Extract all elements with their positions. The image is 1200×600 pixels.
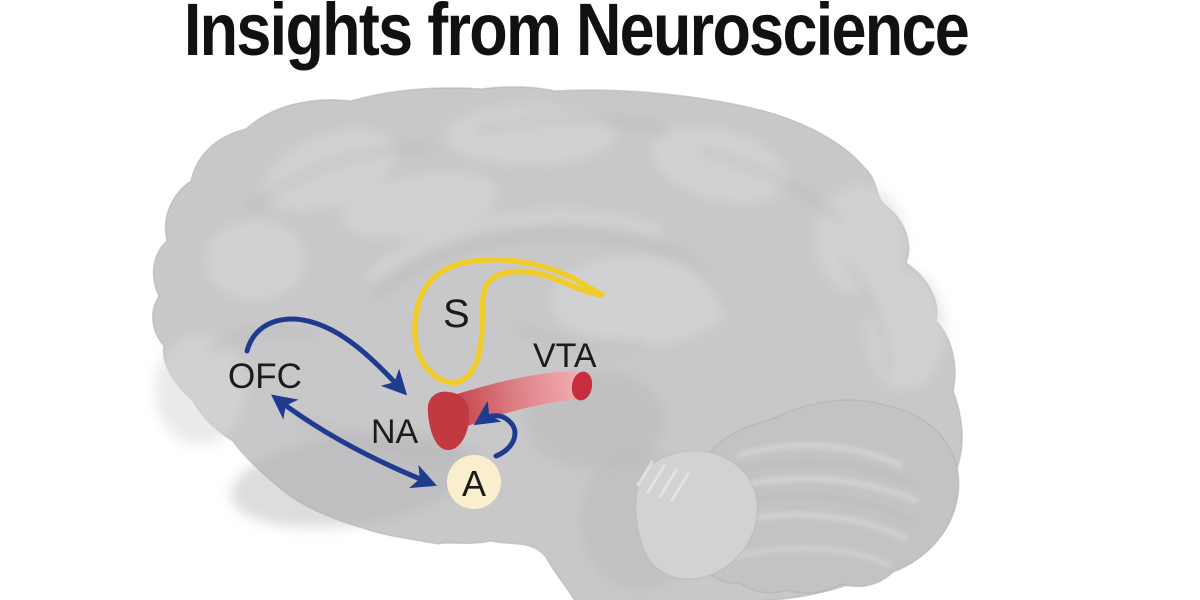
label-ofc: OFC [228, 357, 302, 396]
vta-region [571, 371, 593, 401]
label-vta: VTA [533, 337, 597, 375]
na-region [427, 391, 470, 451]
label-nucleus-accumbens: NA [371, 413, 419, 451]
arrow-ofc-amygdala-bidirectional [271, 394, 437, 489]
pons [634, 450, 759, 580]
striatum-outline [412, 257, 605, 386]
amygdala-region [447, 455, 501, 509]
arrow-ofc-to-na [244, 316, 408, 396]
page-title: Insights from Neuroscience [183, 0, 970, 71]
brain-shading-light [155, 105, 945, 445]
corpus-callosum-band [365, 209, 733, 309]
region-labels: S VTA NA OFC A [228, 292, 597, 504]
midbrain-striations [636, 460, 690, 502]
label-striatum: S [443, 292, 470, 336]
label-amygdala: A [462, 463, 486, 504]
pathway-arrows [244, 316, 518, 489]
arrow-amygdala-to-na [473, 400, 518, 459]
